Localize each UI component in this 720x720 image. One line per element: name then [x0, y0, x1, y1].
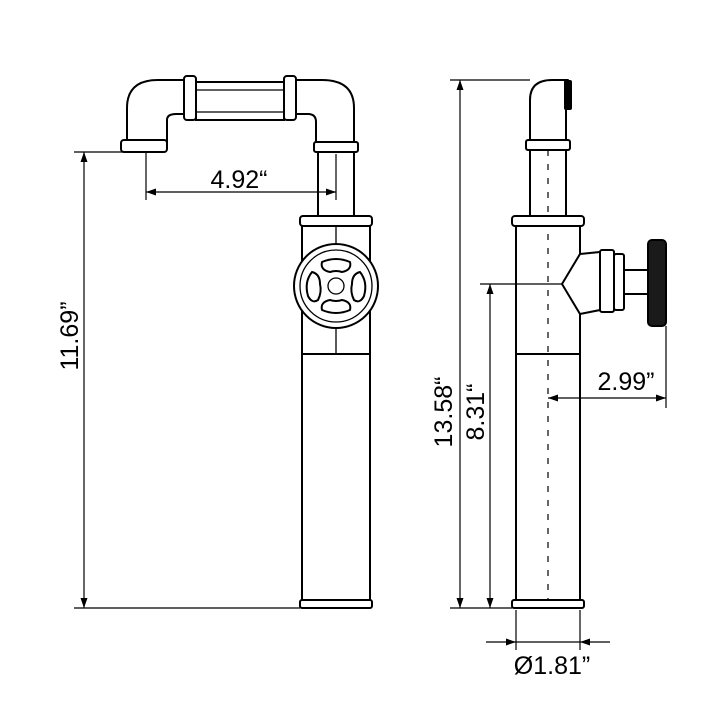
- front-riser: [299, 151, 373, 609]
- front-dimensions: 4.92“ 11.69”: [56, 151, 337, 609]
- dim-spout-reach: 4.92“: [211, 166, 268, 194]
- side-dimensions: 13.58“ 8.31“ 2.99” Ø1.81”: [430, 79, 667, 680]
- dim-total-height: 13.58“: [430, 377, 458, 448]
- front-handle-wheel: [293, 243, 379, 329]
- dim-handle-depth: 2.99”: [598, 368, 655, 396]
- side-spout: [525, 79, 572, 600]
- side-view: [511, 79, 667, 609]
- side-handle-knob: [647, 239, 667, 327]
- dim-front-height: 11.69”: [56, 301, 84, 370]
- dim-handle-height: 8.31“: [462, 384, 490, 441]
- side-handle: [560, 239, 667, 327]
- front-spout: [120, 75, 359, 153]
- dim-base-diameter: Ø1.81”: [514, 652, 590, 680]
- front-view: [120, 75, 379, 609]
